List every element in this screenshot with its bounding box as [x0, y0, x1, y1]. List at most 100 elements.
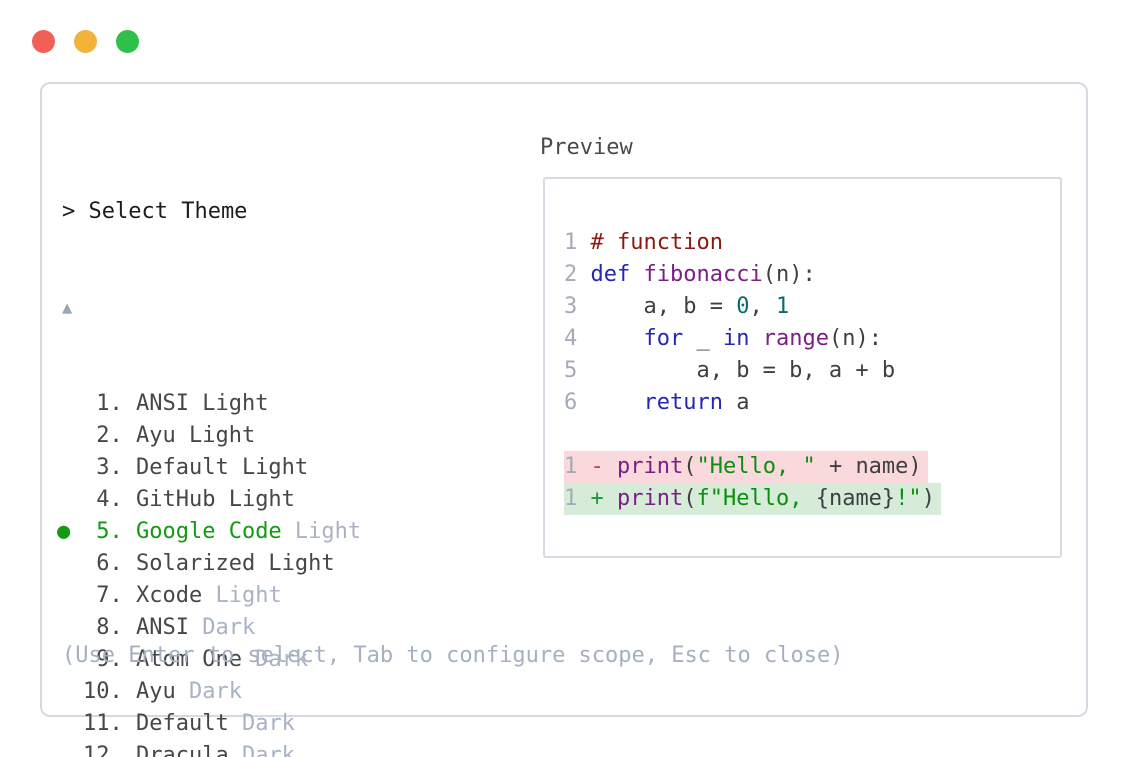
token-plain: [591, 390, 644, 415]
theme-item-number: 5.: [96, 519, 123, 544]
theme-list-item[interactable]: 2. Ayu Light: [83, 420, 361, 452]
theme-list-item[interactable]: 8. ANSI Dark: [83, 612, 361, 644]
token-keyword: return: [643, 390, 723, 415]
token-plain: ,: [749, 294, 776, 319]
theme-list-item[interactable]: 12. Dracula Dark: [83, 740, 361, 757]
theme-item-name: Solarized Light: [135, 551, 335, 576]
diff-sign-added: +: [590, 486, 604, 511]
theme-item-number: 12.: [83, 743, 123, 757]
token-keyword: for: [643, 326, 684, 351]
theme-item-variant: Dark: [188, 615, 256, 640]
diff-line-added: 1 + print(f"Hello, {name}!"): [564, 483, 941, 515]
theme-item-variant: Light: [202, 583, 282, 608]
theme-item-name: Atom One: [135, 647, 242, 672]
theme-item-number: 2.: [96, 423, 123, 448]
token-function: print: [617, 454, 684, 479]
line-number: 1: [564, 486, 578, 511]
theme-item-number: 6.: [96, 551, 123, 576]
code-line: 1 # function: [564, 227, 941, 259]
token-function: print: [617, 486, 684, 511]
line-number: 1: [564, 230, 578, 255]
token-string: "Hello, ": [696, 454, 816, 479]
theme-list-item[interactable]: 3. Default Light: [83, 452, 361, 484]
line-number: 3: [564, 294, 578, 319]
token-plain: a: [722, 390, 750, 415]
theme-item-number: 4.: [96, 487, 123, 512]
theme-item-number: 3.: [96, 455, 123, 480]
line-number: 6: [564, 390, 578, 415]
prompt[interactable]: > Select Theme: [62, 199, 248, 224]
code-line: 2 def fibonacci(n):: [564, 259, 941, 291]
line-number: 4: [564, 326, 578, 351]
theme-list-item[interactable]: ● 5. Google Code Light: [57, 516, 362, 548]
token-plain: a, b = b, a + b: [590, 358, 896, 383]
theme-item-name: Ayu: [135, 679, 176, 704]
theme-item-number: 11.: [83, 711, 123, 736]
theme-item-variant: Dark: [175, 679, 242, 704]
keyboard-hint: (Use Enter to select, Tab to configure s…: [62, 643, 844, 668]
preview-label: Preview: [540, 135, 633, 160]
close-button[interactable]: [32, 30, 55, 53]
token-literal: 1: [775, 294, 790, 319]
selected-bullet-icon: ●: [57, 519, 71, 544]
token-plain: (: [683, 486, 697, 511]
theme-item-name: Xcode: [135, 583, 203, 608]
theme-item-number: 8.: [96, 615, 123, 640]
scroll-up-icon[interactable]: ▲: [62, 298, 73, 318]
token-plain: ): [921, 486, 935, 511]
maximize-button[interactable]: [116, 30, 139, 53]
theme-item-variant: Light: [281, 519, 362, 544]
code-line: 6 return a: [564, 387, 941, 419]
token-plain: (n):: [762, 262, 816, 287]
line-number: 1: [564, 454, 578, 479]
code-line: 3 a, b = 0, 1: [564, 291, 941, 323]
token-plain: _: [683, 326, 723, 351]
theme-list-item[interactable]: 9. Atom One Dark: [83, 644, 361, 676]
theme-list-item[interactable]: 4. GitHub Light: [83, 484, 361, 516]
theme-item-name: Ayu Light: [135, 423, 256, 448]
token-literal: 0: [736, 294, 750, 319]
theme-list-item[interactable]: 6. Solarized Light: [83, 548, 361, 580]
theme-item-name: ANSI: [135, 615, 189, 640]
token-plain: [591, 326, 644, 351]
theme-item-variant: Dark: [228, 711, 295, 736]
token-keyword: in: [722, 326, 750, 351]
theme-item-name: Default: [135, 711, 229, 736]
line-number: 2: [564, 262, 578, 287]
theme-item-name: GitHub Light: [135, 487, 295, 512]
diff-sign-removed: -: [590, 454, 604, 479]
theme-item-name: Dracula: [135, 743, 229, 757]
token-function: fibonacci: [643, 262, 763, 287]
line-number: 5: [564, 358, 578, 383]
token-comment: # function: [590, 230, 723, 255]
theme-item-variant: Dark: [228, 743, 295, 757]
token-function: range: [762, 326, 829, 351]
theme-item-variant: Dark: [241, 647, 309, 672]
theme-item-name: ANSI Light: [135, 391, 269, 416]
theme-item-name: Default Light: [135, 455, 309, 480]
diff-highlight-added: 1 + print(f"Hello, {name}!"): [564, 483, 941, 515]
diff-line-removed: 1 - print("Hello, " + name): [564, 451, 941, 483]
token-plain: {name}: [815, 486, 896, 511]
theme-list-item[interactable]: 7. Xcode Light: [83, 580, 361, 612]
token-plain: [630, 262, 643, 287]
token-string: f"Hello,: [696, 486, 816, 511]
minimize-button[interactable]: [74, 30, 97, 53]
code-line: 5 a, b = b, a + b: [564, 355, 941, 387]
token-plain: (n):: [828, 326, 882, 351]
token-plain: [749, 326, 762, 351]
window-controls: [32, 30, 139, 53]
theme-list-item[interactable]: 1. ANSI Light: [83, 388, 361, 420]
theme-list-item[interactable]: 11. Default Dark: [83, 708, 361, 740]
code-line: 4 for _ in range(n):: [564, 323, 941, 355]
theme-item-name: Google Code: [135, 519, 282, 544]
theme-item-number: 10.: [83, 679, 123, 704]
diff-highlight-removed: 1 - print("Hello, " + name): [564, 451, 928, 483]
token-string: !": [895, 486, 922, 511]
theme-list-item[interactable]: 10. Ayu Dark: [83, 676, 361, 708]
token-plain: (: [683, 454, 697, 479]
